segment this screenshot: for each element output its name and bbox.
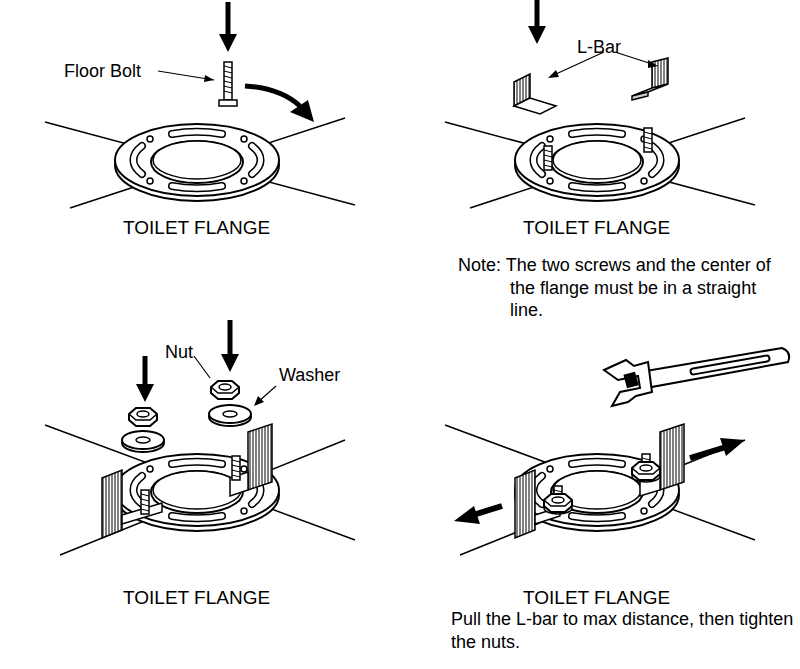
- part-label: Nut: [165, 341, 193, 364]
- note-text: Note: The two screws and the center of t…: [458, 254, 778, 322]
- part-label: Washer: [279, 364, 340, 387]
- panel-caption: TOILET FLANGE: [123, 586, 270, 610]
- panel-caption: TOILET FLANGE: [123, 216, 270, 240]
- part-label: Floor Bolt: [64, 60, 141, 83]
- note-text: Pull the L-bar to max distance, then tig…: [451, 608, 796, 653]
- panel-caption: TOILET FLANGE: [523, 216, 670, 240]
- panel-caption: TOILET FLANGE: [523, 586, 670, 610]
- part-label: L-Bar: [577, 36, 621, 59]
